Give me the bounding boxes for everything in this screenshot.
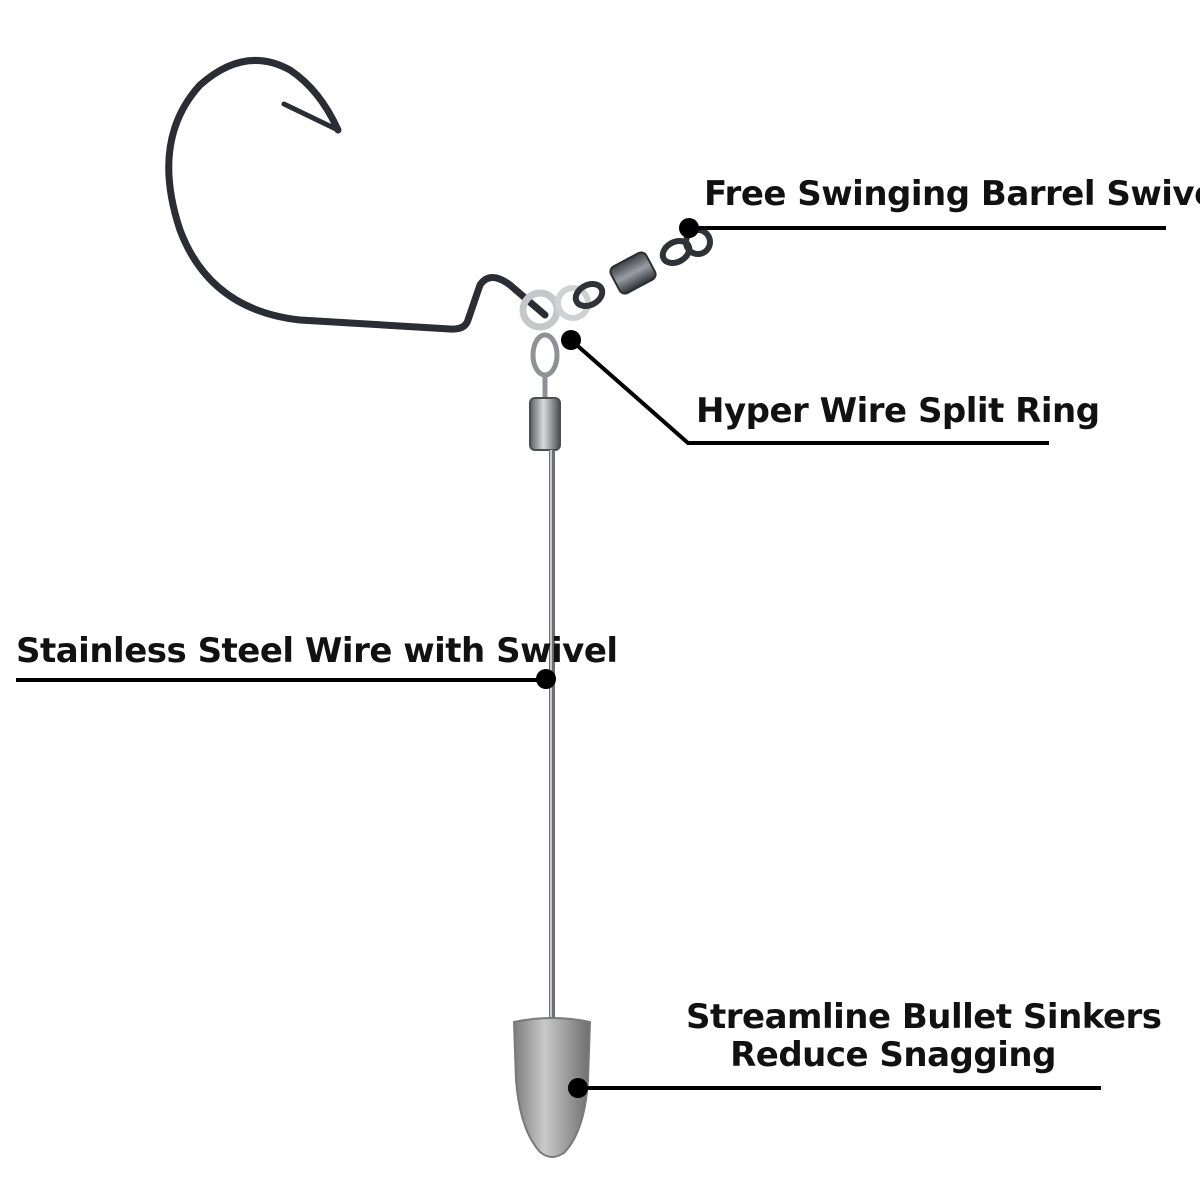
- label-sinker-line1: Streamline Bullet Sinkers: [686, 997, 1162, 1037]
- label-sinker-line2: Reduce Snagging: [730, 1035, 1056, 1075]
- leader-lines: [16, 218, 1166, 1098]
- stainless-wire: [549, 450, 555, 1025]
- leader-dot-wire: [536, 669, 556, 689]
- wire-swivel: [529, 332, 561, 451]
- leader-line-ring: [569, 338, 1049, 445]
- bullet-sinker: [512, 1017, 592, 1158]
- label-barrel-swivel: Free Swinging Barrel Swivel: [704, 174, 1200, 214]
- barrel-swivel: [572, 227, 713, 310]
- label-steel-wire: Stainless Steel Wire with Swivel: [16, 631, 618, 671]
- label-bullet-sinker: Streamline Bullet Sinkers Reduce Snaggin…: [686, 997, 1162, 1075]
- leader-dot-swivel: [679, 218, 699, 238]
- hook: [165, 56, 549, 333]
- leader-dot-ring: [561, 330, 581, 350]
- label-split-ring: Hyper Wire Split Ring: [696, 391, 1100, 431]
- leader-dot-sinker: [568, 1078, 588, 1098]
